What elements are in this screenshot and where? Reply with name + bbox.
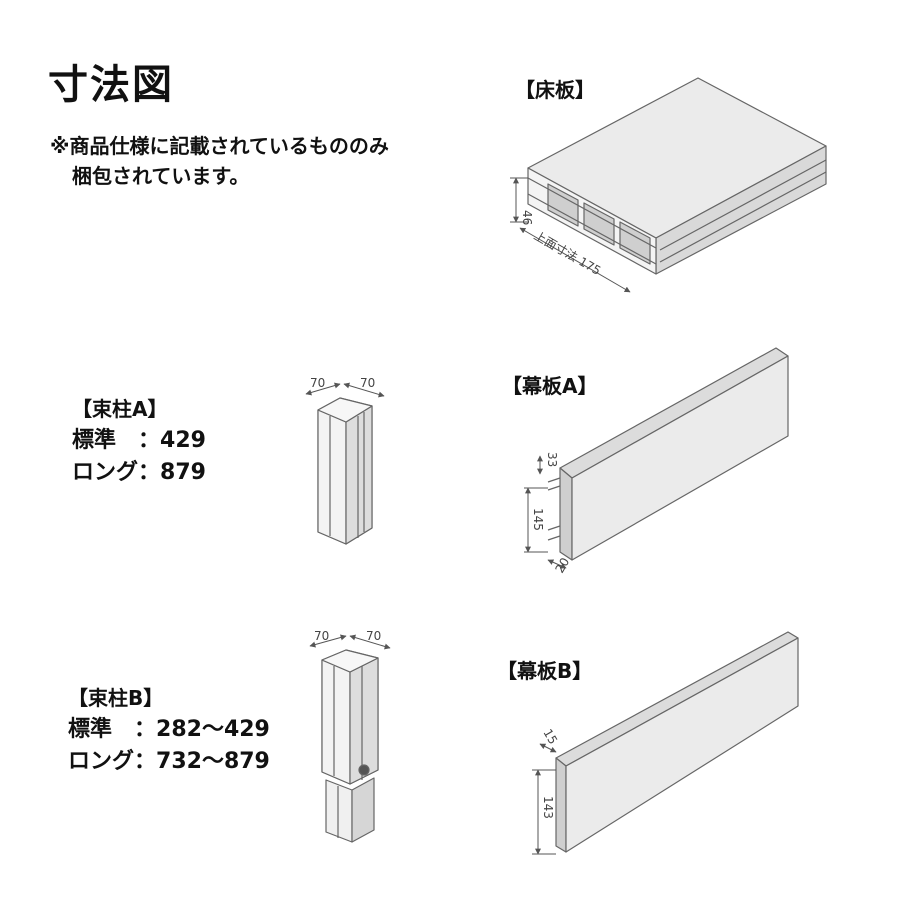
post-b-bolt (358, 764, 370, 776)
skirt-a-dimensions (524, 455, 567, 569)
floor-board-drawing (527, 77, 827, 275)
post-a-standard-value: 429 (160, 428, 206, 453)
floor-board-cell (547, 183, 579, 227)
post-a-spec: 【束柱A】 標準 ：429 ロング：879 (72, 393, 206, 489)
post-a-long-key: ロング： (72, 460, 161, 485)
post-b-drawing (321, 649, 379, 843)
skirt-a-end-face (559, 467, 573, 561)
post-b-spec: 【束柱B】 標準 ：282～429 ロング：732～879 (68, 682, 270, 778)
note-line-2: 梱包されています。 (72, 164, 250, 188)
skirt-b-dim-top: 15 (540, 727, 560, 747)
page-title: 寸法図 (48, 62, 174, 108)
skirt-b-face (565, 637, 799, 853)
skirt-b-end-face (555, 757, 567, 853)
post-b-dim-right: 70 (366, 629, 381, 643)
post-b-label: 【束柱B】 (68, 686, 164, 710)
post-a-label-row: 【束柱A】 (72, 393, 206, 425)
post-a-dim-left: 70 (310, 376, 325, 390)
floor-board-dimensions (510, 177, 631, 293)
floor-board-label: 【床板】 (515, 78, 595, 102)
skirt-b-dim-height: 143 (541, 796, 555, 819)
floor-board-height-dim: 46 (520, 210, 534, 225)
skirt-a-dim-height: 145 (531, 508, 545, 531)
post-b-standard-key: 標準 ： (68, 717, 157, 742)
post-a-drawing (317, 397, 373, 545)
post-a-label: 【束柱A】 (72, 397, 168, 421)
skirt-a-dim-bottom: 20 (552, 555, 572, 575)
post-a-row-long: ロング：879 (72, 457, 206, 489)
skirt-b-dimensions (532, 743, 557, 855)
floor-board-width-dim-line (519, 227, 631, 293)
post-b-long-key: ロング： (68, 749, 157, 774)
post-a-dimensions (305, 382, 385, 398)
post-a-row-standard: 標準 ：429 (72, 425, 206, 457)
post-b-row-standard: 標準 ：282～429 (68, 714, 270, 746)
skirt-a-face (571, 355, 789, 561)
post-b-long-value: 732～879 (156, 749, 270, 774)
skirt-b-drawing (555, 631, 799, 853)
note-line-1: ※商品仕様に記載されているもののみ (50, 134, 389, 158)
post-b-label-row: 【束柱B】 (68, 682, 270, 714)
post-b-row-long: ロング：732～879 (68, 746, 270, 778)
post-b-dimensions (309, 634, 391, 650)
skirt-b-label: 【幕板B】 (497, 659, 593, 683)
post-b-standard-value: 282～429 (156, 717, 270, 742)
post-a-dim-right: 70 (360, 376, 375, 390)
skirt-a-dim-top: 33 (545, 452, 559, 467)
post-b-dim-left: 70 (314, 629, 329, 643)
skirt-a-label: 【幕板A】 (502, 374, 598, 398)
skirt-a-drawing (547, 347, 789, 561)
packing-note: ※商品仕様に記載されているもののみ 梱包されています。 (50, 131, 389, 191)
post-a-long-value: 879 (160, 460, 206, 485)
post-b-lower-body (325, 779, 353, 843)
post-a-standard-key: 標準 ： (72, 428, 161, 453)
